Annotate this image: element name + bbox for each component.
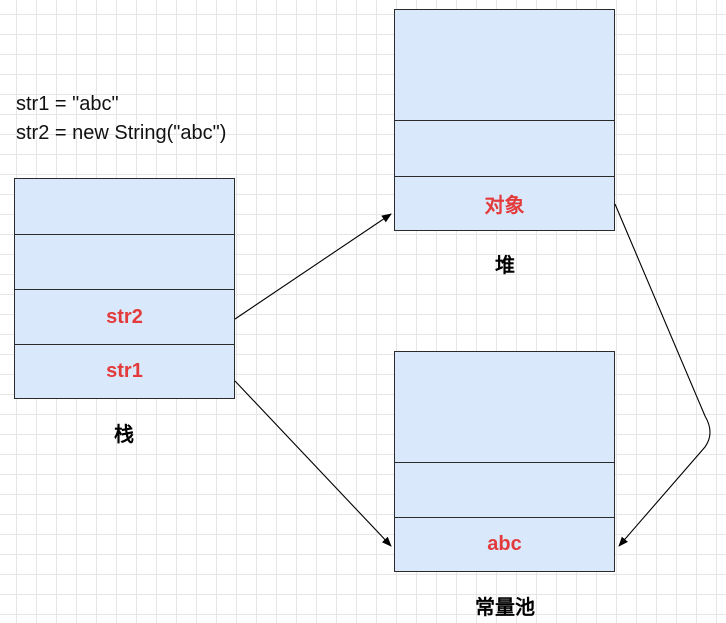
code-line-2: str2 = new String("abc") xyxy=(16,122,227,144)
constant-pool-label: 常量池 xyxy=(475,595,535,619)
arrow-object-to-abc xyxy=(614,203,711,547)
pool-cell-abc: abc xyxy=(395,517,614,571)
code-snippet: str1 = "abc" str2 = new String("abc") xyxy=(16,90,226,148)
heap-block: 对象 xyxy=(394,9,615,231)
stack-cell-2 xyxy=(15,234,234,289)
arrow-str1-to-abc xyxy=(234,380,392,547)
heap-cell-2 xyxy=(395,120,614,176)
stack-label: 栈 xyxy=(114,422,134,446)
stack-cell-str2: str2 xyxy=(15,289,234,344)
constant-pool-block: abc xyxy=(394,351,615,572)
code-line-1: str1 = "abc" xyxy=(16,93,119,115)
heap-label: 堆 xyxy=(495,253,515,277)
pool-cell-2 xyxy=(395,462,614,517)
heap-cell-object: 对象 xyxy=(395,176,614,230)
stack-block: str2 str1 xyxy=(14,178,235,399)
stack-cell-str1: str1 xyxy=(15,344,234,398)
arrow-str2-to-object xyxy=(234,213,392,320)
